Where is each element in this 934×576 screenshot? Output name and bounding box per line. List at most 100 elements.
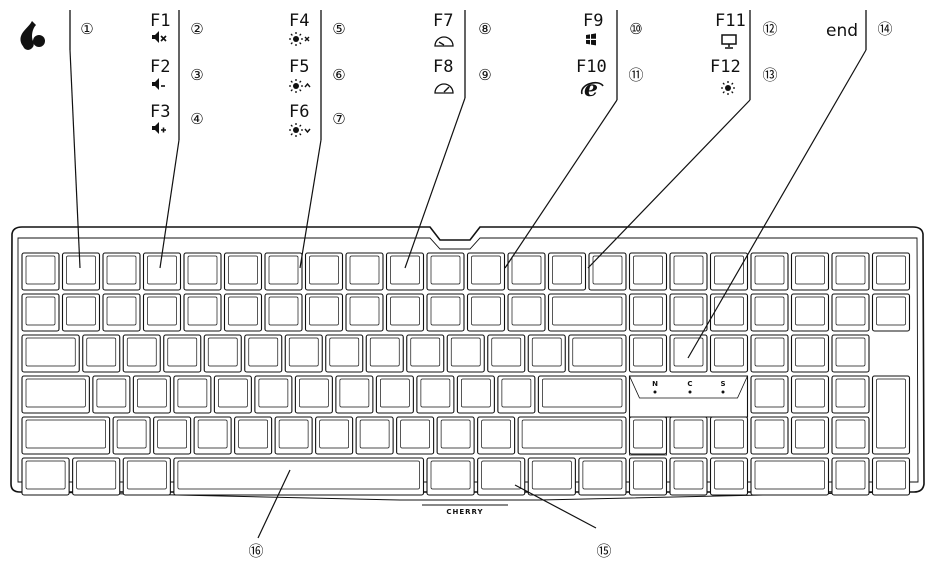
scroll-lock-led xyxy=(721,390,725,394)
keycap-top xyxy=(25,460,66,490)
keycap xyxy=(871,375,911,455)
keycap-top xyxy=(491,337,522,367)
keycap xyxy=(264,252,303,291)
keycap-top xyxy=(461,378,491,408)
keycap-top xyxy=(572,337,623,367)
keycap xyxy=(21,252,60,291)
callout-9: ⑨ xyxy=(478,66,491,84)
keycap-top xyxy=(673,255,704,285)
keycap xyxy=(193,416,232,455)
keycap-top xyxy=(309,296,339,326)
callout-1: ① xyxy=(80,20,93,38)
keycap xyxy=(223,293,263,332)
keycap xyxy=(183,293,222,332)
callout-2: ② xyxy=(190,20,203,38)
keycap xyxy=(132,375,171,414)
keycap xyxy=(871,457,911,496)
keycap-top xyxy=(177,378,208,408)
keycap-top xyxy=(177,460,420,490)
keycap-top xyxy=(795,255,825,285)
keycap-top xyxy=(795,378,825,408)
keycap xyxy=(750,416,789,455)
keycap xyxy=(831,334,870,373)
keycap-top xyxy=(582,460,623,490)
keycap xyxy=(254,375,293,414)
keycap xyxy=(274,416,313,455)
f3-label: F3 xyxy=(150,102,170,122)
keycap xyxy=(871,252,911,291)
keycap xyxy=(477,416,516,455)
keycap-top xyxy=(835,460,866,490)
keycap xyxy=(183,252,222,291)
keycap xyxy=(547,252,587,291)
keycap xyxy=(264,293,303,332)
keycap-top xyxy=(531,337,562,367)
keycap xyxy=(244,334,283,373)
keycap-top xyxy=(319,419,349,449)
keycap-top xyxy=(86,337,117,367)
keycap-top xyxy=(471,255,501,285)
callout-16: ⑯ xyxy=(248,542,263,560)
keycap xyxy=(21,334,80,373)
keycap-top xyxy=(157,419,187,449)
keycap xyxy=(487,334,526,373)
keycap xyxy=(466,252,506,291)
keycap-top xyxy=(673,460,704,490)
mute-icon xyxy=(152,31,167,43)
caps-lock-label: C xyxy=(687,380,692,388)
f6-label: F6 xyxy=(289,102,309,122)
keycap-top xyxy=(542,378,623,408)
keycap xyxy=(669,416,708,455)
keycap-top xyxy=(501,378,532,408)
keycap-top xyxy=(187,255,218,285)
keycap xyxy=(21,416,111,455)
f8-label: F8 xyxy=(433,57,453,77)
keycap xyxy=(21,375,90,414)
keycap xyxy=(82,334,121,373)
keycap xyxy=(385,293,425,332)
keycap-top xyxy=(471,296,501,326)
keycap-top xyxy=(673,337,704,367)
callout-13: ⑬ xyxy=(762,66,777,84)
cherry-logo-icon xyxy=(20,21,45,50)
keycap-top xyxy=(25,378,86,408)
keycap xyxy=(497,375,536,414)
led-panel xyxy=(628,375,749,418)
keycap xyxy=(750,252,789,291)
keycap-top xyxy=(633,460,663,490)
keycap xyxy=(669,457,708,496)
keycap xyxy=(568,334,627,373)
f2-label: F2 xyxy=(150,57,170,77)
keycap-top xyxy=(754,255,785,285)
keycap-top xyxy=(76,460,117,490)
keycap xyxy=(284,334,323,373)
keycap-top xyxy=(552,255,582,285)
callout-5: ⑤ xyxy=(332,20,345,38)
speed-slow-icon xyxy=(434,36,454,47)
keycap xyxy=(345,293,384,332)
keycap xyxy=(61,293,101,332)
svg-text:e: e xyxy=(584,76,598,102)
keycap-top xyxy=(238,419,268,449)
keycap xyxy=(365,334,404,373)
brand-label: CHERRY xyxy=(446,508,483,516)
keycap-top xyxy=(197,419,228,449)
keycap-top xyxy=(592,255,623,285)
keycap-top xyxy=(754,378,785,408)
keycap-top xyxy=(714,255,744,285)
keycap-top xyxy=(369,337,400,367)
keycap xyxy=(345,252,384,291)
keycap xyxy=(750,334,789,373)
volume-up-icon xyxy=(152,122,166,134)
keycap xyxy=(547,293,627,332)
callout-14: ⑭ xyxy=(877,20,892,38)
f10-label: F10 xyxy=(576,57,607,77)
keycap-top xyxy=(228,255,258,285)
keycap xyxy=(436,416,475,455)
keycap xyxy=(21,293,60,332)
keycap xyxy=(426,252,465,291)
keycap-top xyxy=(714,419,744,449)
keycap-top xyxy=(754,337,785,367)
keycap-top xyxy=(147,296,177,326)
keycap xyxy=(92,375,131,414)
